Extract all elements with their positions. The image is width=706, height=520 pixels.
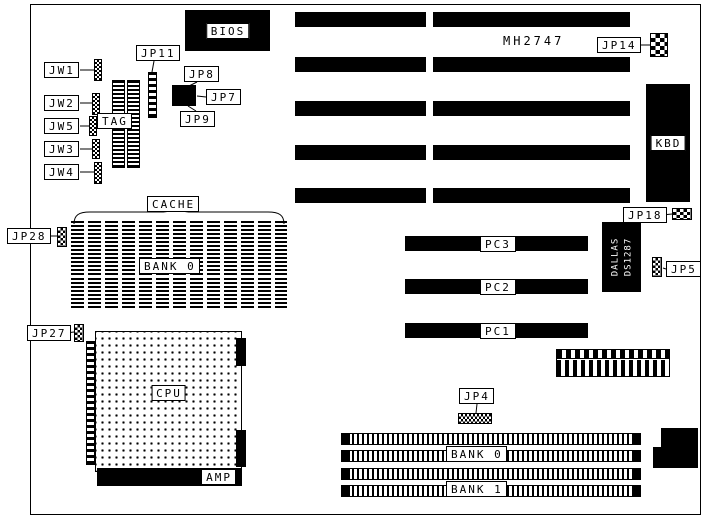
ext-connector-bottom bbox=[653, 447, 698, 468]
power-connector bbox=[556, 349, 670, 377]
jp8-label: JP8 bbox=[184, 66, 219, 82]
jw5-jumper bbox=[89, 116, 97, 136]
jp11-label: JP11 bbox=[136, 45, 180, 61]
isa-slot bbox=[295, 188, 426, 203]
isa-slot bbox=[295, 101, 426, 116]
isa-slot bbox=[433, 101, 630, 116]
isa-slot bbox=[433, 188, 630, 203]
rtc-brand: DALLAS bbox=[609, 237, 620, 277]
cpu-tab-bottom bbox=[236, 430, 246, 467]
jp8-jp7-jp9-chip bbox=[172, 85, 196, 106]
jw5-label: JW5 bbox=[44, 118, 79, 134]
kbd-chip: KBD bbox=[646, 84, 690, 202]
jw1-jumper bbox=[94, 59, 102, 81]
jp14-label: JP14 bbox=[597, 37, 641, 53]
jp18-jumper bbox=[672, 208, 692, 220]
jp14-header bbox=[650, 33, 668, 57]
jp28-jumper bbox=[57, 227, 67, 247]
pc3-label: PC3 bbox=[480, 236, 516, 252]
jw2-label: JW2 bbox=[44, 95, 79, 111]
cache-label: CACHE bbox=[147, 196, 200, 212]
isa-slot bbox=[433, 12, 630, 27]
power-pins-row bbox=[557, 350, 669, 359]
rtc-model: DS1287 bbox=[622, 237, 633, 277]
jp11-header bbox=[148, 72, 157, 118]
bios-label: BIOS bbox=[205, 22, 250, 39]
amp-label: AMP bbox=[201, 469, 236, 485]
ext-connector-top bbox=[661, 428, 698, 447]
pc1-label: PC1 bbox=[480, 323, 516, 339]
power-body-row bbox=[557, 360, 669, 376]
cpu-pin-strip bbox=[86, 341, 95, 465]
jp9-label: JP9 bbox=[180, 111, 215, 127]
jp4-label: JP4 bbox=[459, 388, 494, 404]
rtc-text: DALLAS DS1287 bbox=[609, 222, 634, 292]
bios-chip: BIOS bbox=[185, 10, 270, 51]
jw3-jumper bbox=[92, 139, 100, 159]
board-outline bbox=[30, 4, 701, 515]
jw4-jumper bbox=[94, 162, 102, 184]
cpu-label: CPU bbox=[151, 385, 186, 402]
tag-label: TAG bbox=[97, 113, 132, 129]
jw3-label: JW3 bbox=[44, 141, 79, 157]
jp18-label: JP18 bbox=[623, 207, 667, 223]
rtc-chip: DALLAS DS1287 bbox=[602, 222, 641, 292]
cache-row bbox=[71, 221, 287, 247]
jw2-jumper bbox=[92, 93, 100, 115]
jp7-label: JP7 bbox=[206, 89, 241, 105]
jp27-jumper bbox=[74, 324, 84, 342]
jw1-label: JW1 bbox=[44, 62, 79, 78]
simm-slot-3 bbox=[341, 468, 641, 480]
kbd-label: KBD bbox=[650, 135, 686, 151]
pc2-label: PC2 bbox=[480, 279, 516, 295]
jp5-jumper bbox=[652, 257, 662, 277]
cpu-tab-top bbox=[236, 338, 246, 366]
jp27-label: JP27 bbox=[27, 325, 71, 341]
cache-bank0-label: BANK 0 bbox=[139, 258, 200, 274]
amp-bar: AMP bbox=[97, 468, 242, 486]
isa-slot bbox=[433, 145, 630, 160]
jw4-label: JW4 bbox=[44, 164, 79, 180]
jp5-label: JP5 bbox=[666, 261, 701, 277]
cache-row bbox=[71, 277, 287, 308]
simm-bank1-label: BANK 1 bbox=[446, 481, 507, 497]
isa-slot bbox=[295, 145, 426, 160]
jp28-label: JP28 bbox=[7, 228, 51, 244]
jp4-header bbox=[458, 413, 492, 424]
isa-slot bbox=[295, 57, 426, 72]
simm-bank0-label: BANK 0 bbox=[446, 446, 507, 462]
isa-slot bbox=[295, 12, 426, 27]
simm-slot-1 bbox=[341, 433, 641, 445]
model-silkscreen: MH2747 bbox=[503, 34, 565, 48]
cpu-socket: CPU bbox=[95, 331, 242, 472]
isa-slot bbox=[433, 57, 630, 72]
